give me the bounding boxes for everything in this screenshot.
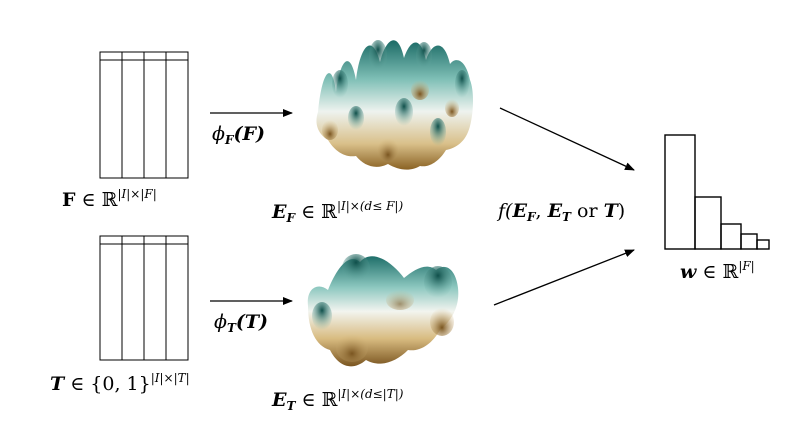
arrow-ef-to-f [499,107,635,171]
phi-f-sub: F [224,133,234,147]
phi-t-fn: ϕ [214,311,227,333]
weight-bar-4 [740,233,758,250]
phi-t-sub: T [226,321,236,335]
label-phi-f: ϕF(F) [212,123,265,147]
weights-exp: |F| [738,259,755,273]
ef-sub: F [286,211,296,225]
label-f-symbol: F [62,189,76,211]
arrow-et-to-f [493,249,635,306]
combiner-a-sub: F [526,210,536,224]
label-phi-t: ϕT(T) [214,311,269,335]
phi-f-arg: (F) [233,123,265,145]
et-exp: |I|×(d≤|T|) [337,387,404,401]
label-combiner: f(EF, ET or T) [498,200,626,224]
et-set: ∈ ℝ [301,389,338,411]
weights-bar-chart [664,134,770,250]
combiner-b-sub: T [562,210,571,224]
phi-f-fn: ϕ [212,123,225,145]
combiner-or: or [570,200,604,222]
weight-bar-1 [664,134,696,250]
label-f-set: ∈ ℝ [81,189,118,211]
weight-bar-5 [756,239,770,250]
label-t-matrix: T ∈ {0, 1}|I|×|T| [50,372,190,394]
combiner-c: T [603,200,618,222]
combiner-comma: , [535,200,548,222]
label-t-exp: |I|×|T| [150,371,190,385]
weight-bar-3 [720,223,742,250]
label-t-symbol: T [50,373,65,395]
weights-set: ∈ ℝ [702,261,739,283]
et-sym: E [272,389,287,411]
surface-ef-image [316,40,473,170]
label-f-matrix: F ∈ ℝ|I|×|F| [62,188,157,210]
ef-set: ∈ ℝ [301,201,337,223]
weights-sym: w [680,261,697,283]
surface-et-image [307,254,459,367]
label-et: ET ∈ ℝ|I|×(d≤|T|) [272,388,403,412]
ef-sym: E [272,201,287,223]
table-t [99,235,189,361]
label-f-exp: |I|×|F| [117,187,157,201]
combiner-b: E [547,200,563,222]
label-weights: w ∈ ℝ|F| [680,260,755,282]
combiner-fn: f( [498,200,513,222]
ef-exp: |I|×(d≤ F|) [336,199,404,213]
table-f [99,51,189,179]
et-sub: T [286,399,296,413]
label-t-set: ∈ {0, 1} [70,373,151,395]
label-ef: EF ∈ ℝ|I|×(d≤ F|) [272,200,403,224]
weight-bar-2 [694,196,722,250]
phi-t-arg: (T) [235,311,269,333]
combiner-close: ) [617,200,626,222]
combiner-a: E [512,200,527,222]
